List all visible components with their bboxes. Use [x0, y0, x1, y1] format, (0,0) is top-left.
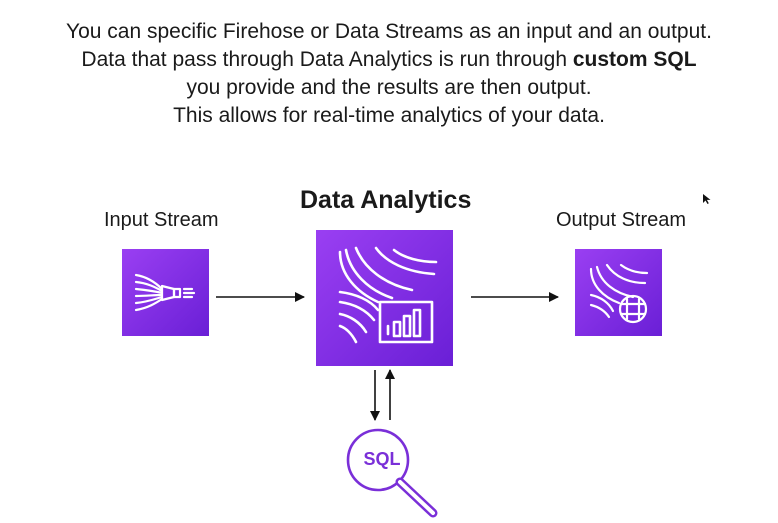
data-analytics-icon [338, 246, 438, 344]
data-streams-icon [589, 263, 649, 324]
output-stream-tile [575, 249, 662, 336]
output-stream-label: Output Stream [556, 209, 687, 231]
firehose-icon [134, 273, 196, 312]
mouse-cursor-icon [703, 194, 711, 204]
magnifier-icon [346, 428, 438, 518]
intro-line-2-text: Data that pass through Data Analytics is… [81, 48, 573, 71]
data-analytics-label: Data Analytics [300, 186, 472, 214]
intro-line-2: Data that pass through Data Analytics is… [0, 46, 778, 74]
intro-text: You can specific Firehose or Data Stream… [0, 18, 778, 130]
intro-line-4: This allows for real-time analytics of y… [173, 104, 605, 127]
intro-line-2-bold: custom SQL [572, 48, 697, 71]
input-stream-tile [122, 249, 209, 336]
intro-line-3: you provide and the results are then out… [186, 76, 592, 99]
sql-label: SQL [363, 449, 401, 469]
data-analytics-tile [316, 230, 453, 366]
intro-line-1: You can specific Firehose or Data Stream… [66, 20, 712, 43]
input-stream-label: Input Stream [104, 209, 219, 231]
